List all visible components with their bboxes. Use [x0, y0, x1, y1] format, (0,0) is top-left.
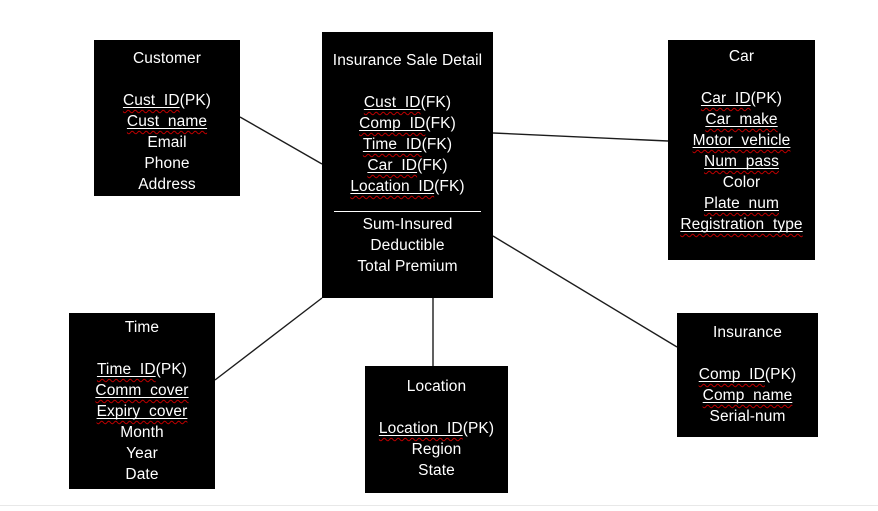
field-plain-part: (FK): [421, 136, 453, 153]
field-key-part: Cust_ID: [363, 94, 421, 111]
field-cust-id-pk: Cust_ID(PK): [94, 90, 240, 111]
field-plain-part: (PK): [750, 90, 783, 107]
field-key-part: Comm_cover: [95, 382, 189, 399]
entity-title-time: Time: [124, 319, 160, 336]
field-key-part: Car_ID: [367, 157, 418, 174]
field-email: Email: [94, 132, 240, 153]
field-serial-num: Serial-num: [677, 406, 818, 427]
slide-bottom-edge: [0, 505, 878, 506]
entity-title-insurance: Insurance: [713, 324, 782, 341]
field-plain-part: Email: [147, 134, 187, 151]
field-key-part: Car_ID: [700, 90, 751, 107]
field-plain-part: (FK): [420, 94, 452, 111]
field-key-part: Comp_name: [702, 387, 793, 404]
connector-fact-insurance: [492, 235, 678, 348]
field-plain-part: (PK): [764, 366, 797, 383]
field-address: Address: [94, 174, 240, 195]
field-key-part: Time_ID: [362, 136, 422, 153]
field-location-id-fk: Location_ID(FK): [322, 176, 493, 197]
field-plain-part: (FK): [417, 157, 448, 174]
field-car-make: Car_make: [668, 109, 815, 130]
field-cust-id-fk: Cust_ID(FK): [322, 92, 493, 113]
field-plate-num: Plate_num: [668, 193, 815, 214]
field-key-part: Comp_ID: [698, 366, 765, 383]
entity-title-location: Location: [406, 378, 467, 395]
field-registration-type: Registration_type: [668, 214, 815, 235]
field-deductible: Deductible: [322, 235, 493, 256]
field-key-part: Motor_vehicle: [692, 132, 791, 149]
field-plain-part: (FK): [434, 178, 465, 195]
field-key-part: Num_pass: [704, 153, 779, 170]
field-comp-name: Comp_name: [677, 385, 818, 406]
field-region: Region: [365, 439, 508, 460]
field-key-part: Location_ID: [378, 420, 463, 437]
field-comp-id-pk: Comp_ID(PK): [677, 364, 818, 385]
field-key-part: Cust_ID: [122, 92, 180, 109]
field-cust-name: Cust_name: [94, 111, 240, 132]
field-plain-part: State: [418, 462, 455, 479]
field-plain-part: Month: [120, 424, 164, 441]
field-year: Year: [69, 443, 215, 464]
field-date: Date: [69, 464, 215, 485]
field-comm-cover: Comm_cover: [69, 380, 215, 401]
field-time-id-fk: Time_ID(FK): [322, 134, 493, 155]
field-key-part: Time_ID: [96, 361, 156, 378]
field-plain-part: (PK): [462, 420, 495, 437]
field-key-part: Expiry_cover: [96, 403, 188, 420]
connector-fact-car: [492, 132, 669, 142]
field-location-id-pk: Location_ID(PK): [365, 418, 508, 439]
connector-customer-fact: [239, 116, 323, 165]
field-key-part: Car_make: [705, 111, 778, 128]
field-motor-vehicle: Motor_vehicle: [668, 130, 815, 151]
field-key-part: Plate_num: [703, 195, 779, 212]
field-car-id-fk: Car_ID(FK): [322, 155, 493, 176]
field-sum-insured: Sum-Insured: [322, 214, 493, 235]
field-key-part: Cust_name: [126, 113, 208, 130]
field-plain-part: Total Premium: [357, 258, 458, 275]
field-plain-part: Year: [126, 445, 158, 462]
connector-time-fact: [214, 297, 323, 381]
field-plain-part: (PK): [179, 92, 212, 109]
entity-title-customer: Customer: [133, 50, 201, 67]
entity-title-insurance-sale-detail: Insurance Sale Detail: [332, 52, 483, 69]
field-key-part: Location_ID: [350, 178, 435, 195]
field-state: State: [365, 460, 508, 481]
field-color: Color: [668, 172, 815, 193]
field-plain-part: Color: [722, 174, 761, 191]
entity-fields: Cust_ID(FK)Comp_ID(FK)Time_ID(FK)Car_ID(…: [322, 92, 493, 277]
field-plain-part: Date: [125, 466, 159, 483]
field-plain-part: Serial-num: [709, 408, 786, 425]
field-phone: Phone: [94, 153, 240, 174]
field-num-pass: Num_pass: [668, 151, 815, 172]
field-plain-part: Phone: [144, 155, 190, 172]
field-plain-part: Deductible: [370, 237, 445, 254]
field-car-id-pk: Car_ID(PK): [668, 88, 815, 109]
field-plain-part: Region: [411, 441, 462, 458]
field-total-premium: Total Premium: [322, 256, 493, 277]
field-key-part: Registration_type: [680, 216, 803, 233]
field-time-id-pk: Time_ID(PK): [69, 359, 215, 380]
field-key-part: Comp_ID: [359, 115, 426, 132]
field-plain-part: Sum-Insured: [362, 216, 453, 233]
field-plain-part: Address: [138, 176, 196, 193]
field-month: Month: [69, 422, 215, 443]
field-comp-id-fk: Comp_ID(FK): [322, 113, 493, 134]
field-expiry-cover: Expiry_cover: [69, 401, 215, 422]
entity-title-car: Car: [728, 48, 755, 65]
field-plain-part: (PK): [155, 361, 188, 378]
field-plain-part: (FK): [425, 115, 456, 132]
attribute-divider: [333, 211, 482, 212]
